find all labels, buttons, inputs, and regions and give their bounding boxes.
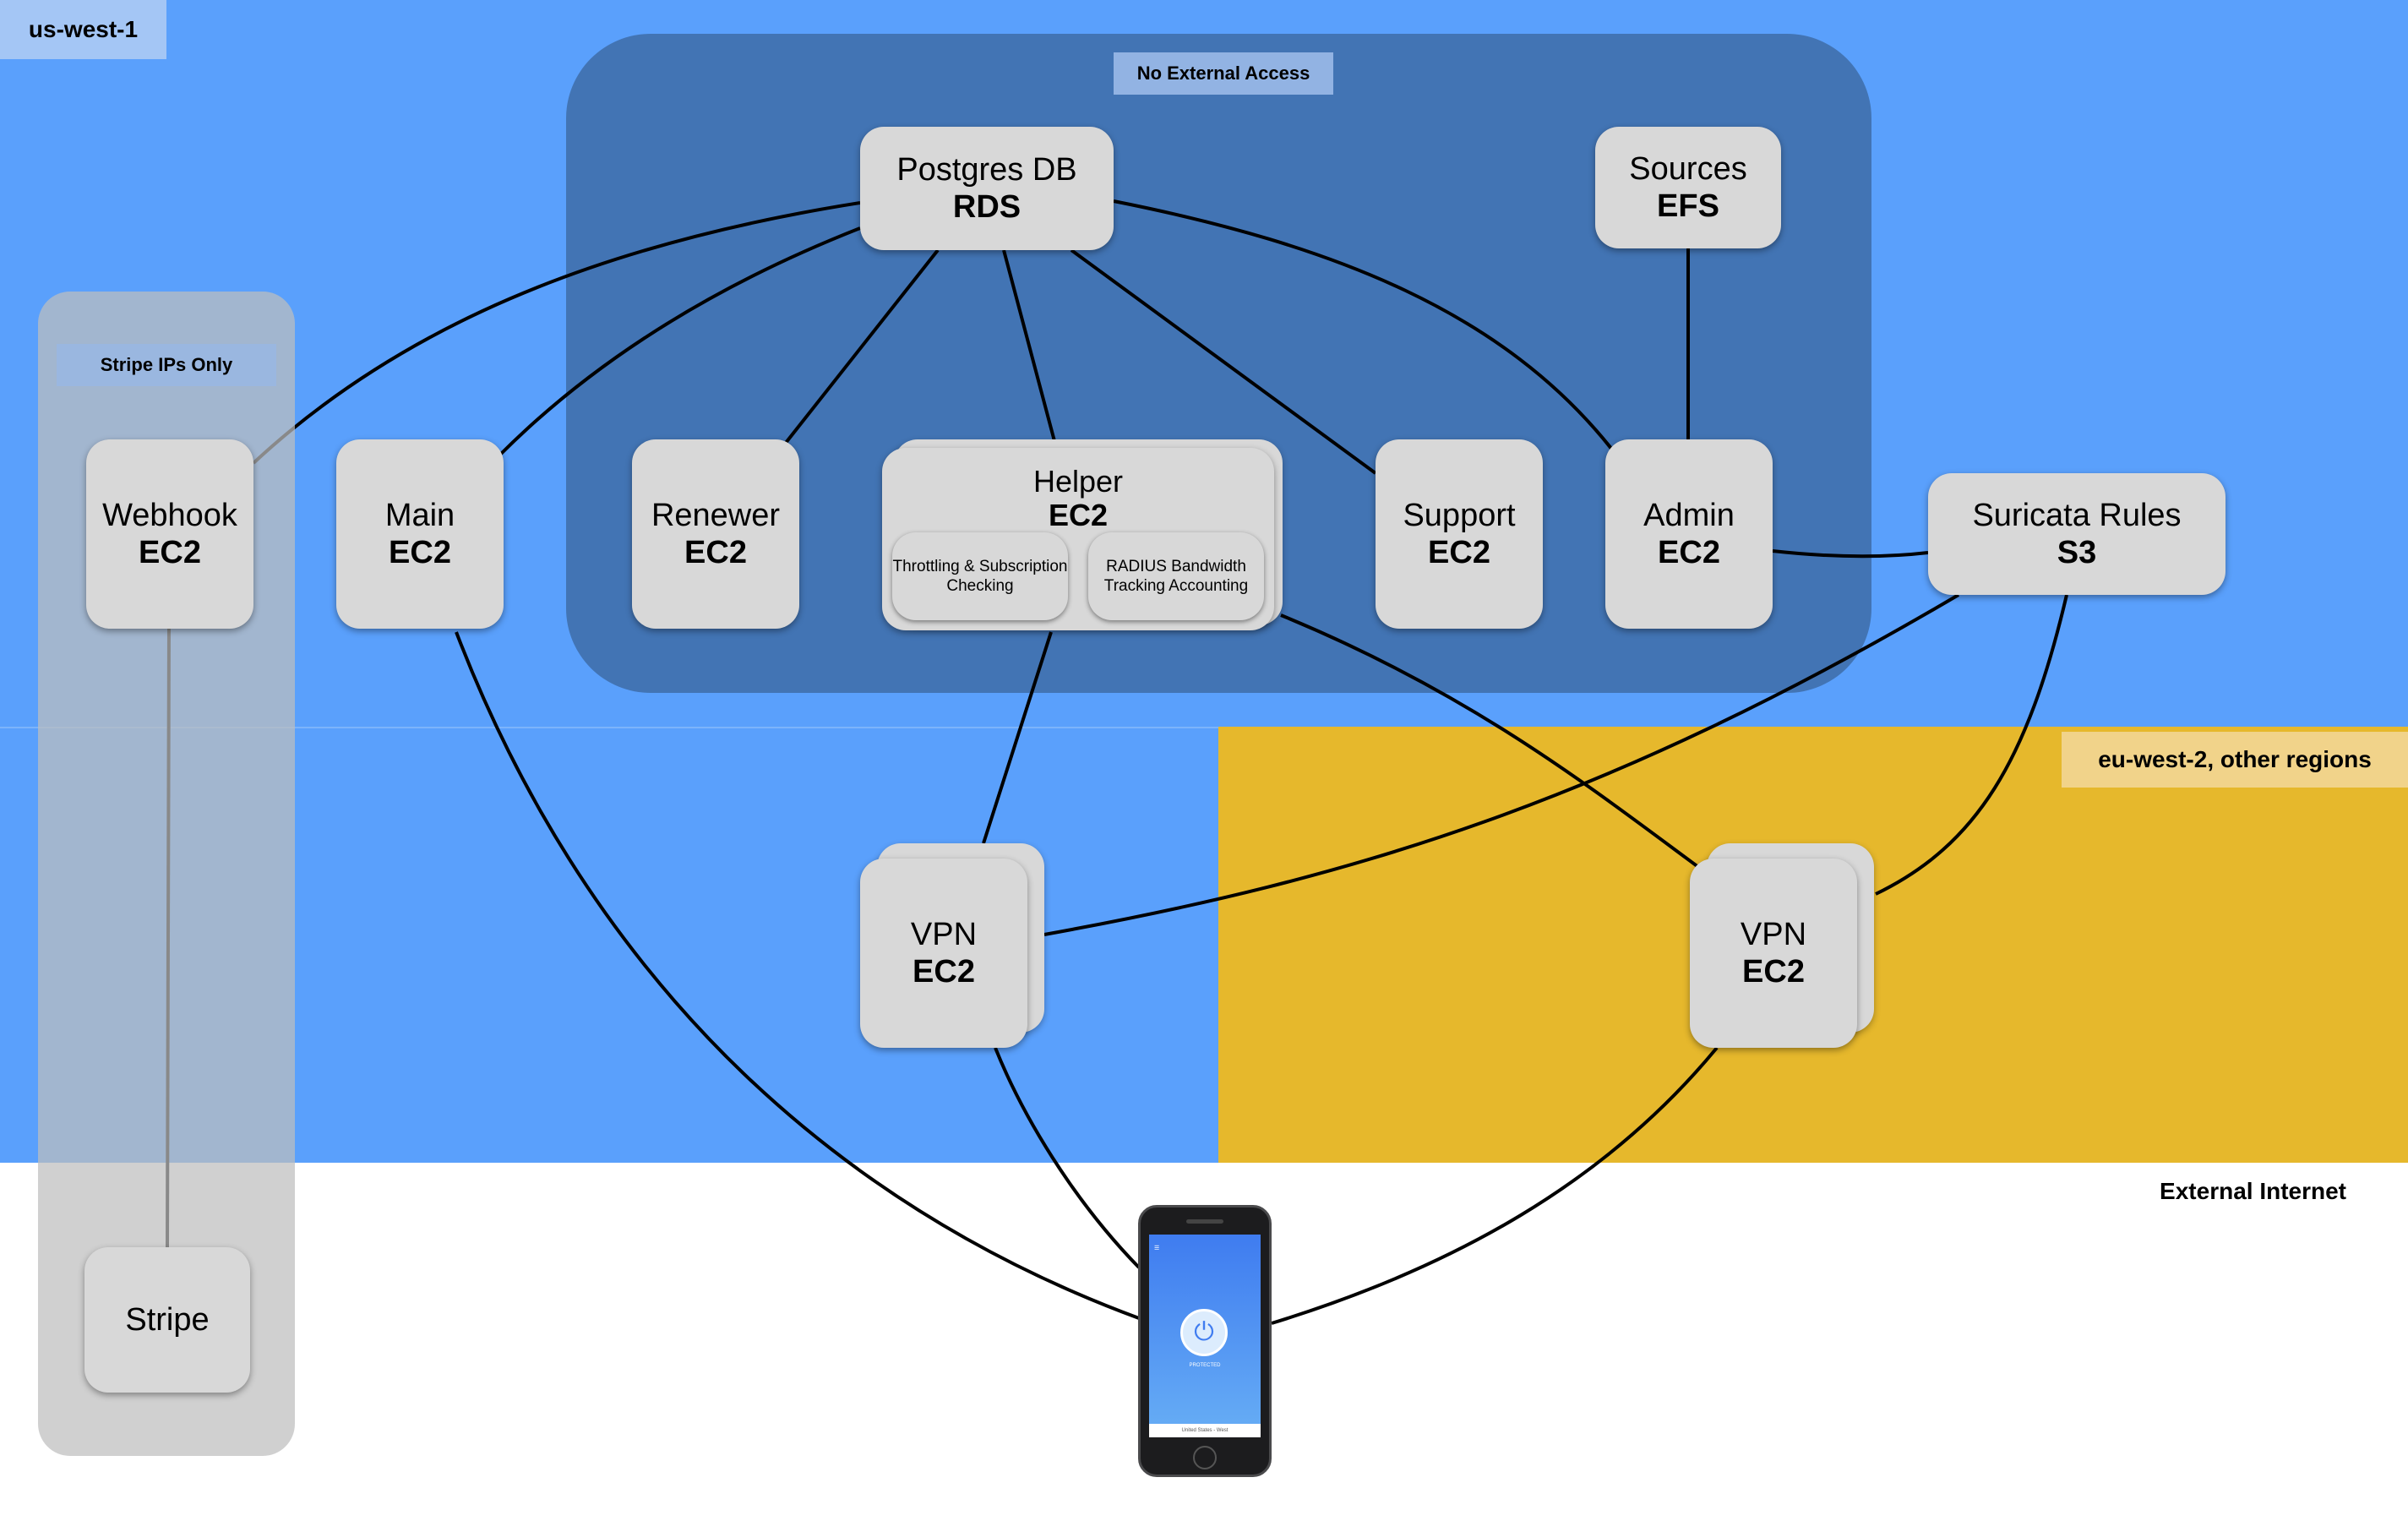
node-name: VPN [910, 917, 978, 952]
link-helper-vpn-eu [1280, 613, 1700, 869]
node-name: Stripe [125, 1302, 210, 1338]
node-name: Suricata Rules [1972, 498, 2182, 533]
phone-screen: ☰ ⏻ PROTECTED United States - West [1149, 1235, 1261, 1437]
link-suricata-vpn-us [1043, 593, 1960, 936]
node-service: EC2 [913, 954, 975, 989]
link-postgres-helper [1002, 249, 1056, 442]
phone-speaker [1186, 1219, 1223, 1224]
node-service: EC2 [1048, 498, 1109, 532]
region-divider [0, 727, 1218, 728]
zone-label-no-external-access: No External Access [1114, 52, 1333, 95]
node-service: EC2 [684, 535, 747, 570]
helper-ec2-node[interactable]: Helper EC2 Throttling & Subscription Che… [882, 448, 1274, 630]
phone-connection-status: PROTECTED [1189, 1363, 1221, 1368]
node-service: RDS [952, 189, 1021, 225]
node-service: S3 [2057, 535, 2097, 570]
phone-device[interactable]: ☰ ⏻ PROTECTED United States - West [1138, 1205, 1272, 1477]
menu-icon: ☰ [1154, 1246, 1160, 1251]
node-name: Admin [1643, 498, 1735, 533]
link-postgres-support [1070, 248, 1377, 475]
node-name: Postgres DB [896, 152, 1077, 188]
link-suricata-vpn-eu [1875, 594, 2068, 896]
helper-radius-box[interactable]: RADIUS Bandwidth Tracking Accounting [1088, 532, 1264, 620]
region-label-eu-west: eu-west-2, other regions [2062, 732, 2408, 788]
node-name: Webhook [102, 498, 237, 533]
node-service: EC2 [1742, 954, 1805, 989]
node-name: Support [1403, 498, 1516, 533]
vpn-us-ec2-node[interactable]: VPN EC2 [860, 859, 1027, 1048]
link-vpn-us-phone [994, 1047, 1141, 1269]
zone-label-stripe-ips-only: Stripe IPs Only [57, 344, 276, 386]
node-name: Main [384, 498, 455, 533]
link-vpn-eu-phone [1271, 1046, 1719, 1325]
helper-title: Helper EC2 [882, 465, 1274, 532]
phone-status-bar [1149, 1235, 1261, 1241]
webhook-ec2-node[interactable]: Webhook EC2 [86, 439, 253, 629]
admin-ec2-node[interactable]: Admin EC2 [1605, 439, 1773, 629]
vpn-eu-ec2-node[interactable]: VPN EC2 [1690, 859, 1857, 1048]
link-postgres-renewer [784, 248, 940, 444]
phone-location-footer: United States - West [1149, 1424, 1261, 1437]
node-service: EC2 [1658, 535, 1720, 570]
node-name: Sources [1629, 151, 1747, 187]
node-name: VPN [1740, 917, 1807, 952]
node-name: Helper [1032, 464, 1124, 499]
link-main-phone [455, 631, 1140, 1320]
main-ec2-node[interactable]: Main EC2 [336, 439, 504, 629]
link-helper-vpn-us [982, 631, 1053, 844]
region-label-external-internet: External Internet [2160, 1178, 2346, 1204]
renewer-ec2-node[interactable]: Renewer EC2 [632, 439, 799, 629]
helper-throttling-box[interactable]: Throttling & Subscription Checking [892, 532, 1068, 620]
link-admin-suricata [1772, 549, 1929, 559]
node-service: EFS [1657, 188, 1719, 224]
stripe-node[interactable]: Stripe [84, 1247, 250, 1393]
node-service: EC2 [389, 535, 451, 570]
node-service: EC2 [139, 535, 201, 570]
power-icon[interactable]: ⏻ [1180, 1309, 1228, 1356]
phone-home-button [1193, 1446, 1217, 1469]
node-name: Renewer [651, 498, 781, 533]
link-postgres-main [498, 226, 861, 456]
postgres-rds-node[interactable]: Postgres DB RDS [860, 127, 1114, 250]
node-service: EC2 [1428, 535, 1490, 570]
sources-efs-node[interactable]: Sources EFS [1595, 127, 1781, 248]
link-postgres-webhook [252, 201, 861, 465]
link-postgres-admin [1113, 199, 1614, 451]
suricata-s3-node[interactable]: Suricata Rules S3 [1928, 473, 2225, 595]
support-ec2-node[interactable]: Support EC2 [1376, 439, 1543, 629]
region-label-us-west: us-west-1 [0, 0, 166, 59]
